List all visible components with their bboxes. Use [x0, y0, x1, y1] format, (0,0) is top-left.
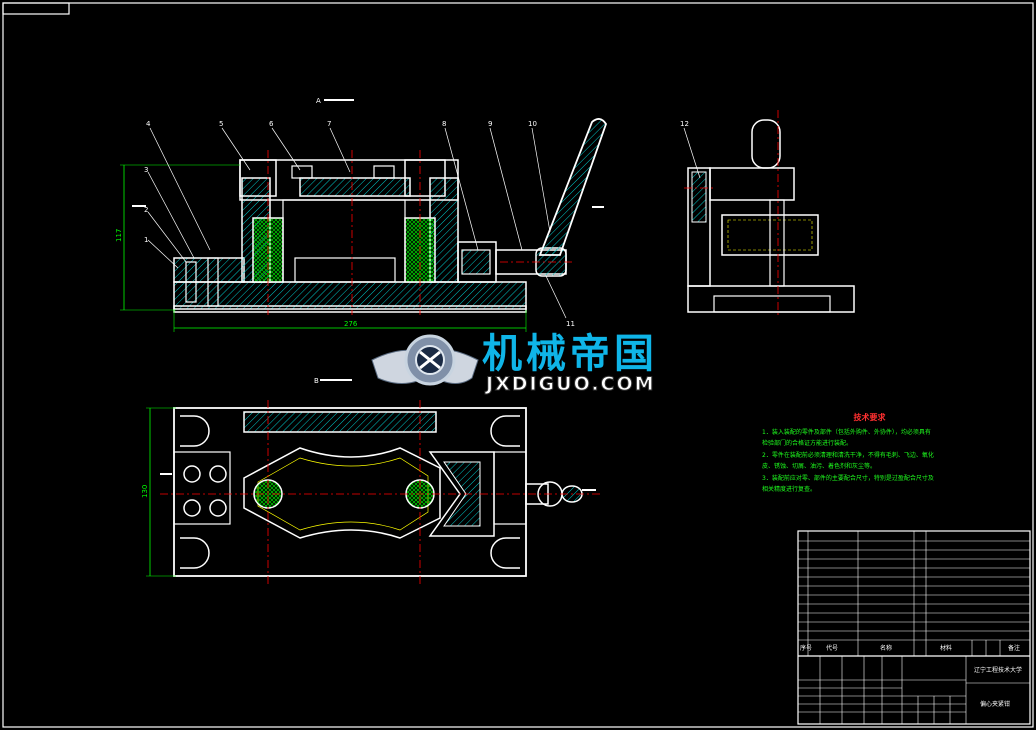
title-block: 序号 代号 名称 材料 备注 辽宁工程技术大学 偏心夹紧钳 — [797, 530, 1031, 725]
balloon-6: 6 — [269, 120, 274, 128]
tech-line: 2．零件在装配前必须清理和清洗干净，不得有毛刺、飞边、氧化 — [762, 451, 934, 459]
top-view — [146, 400, 600, 585]
logo-emblem — [371, 334, 479, 386]
tb-header-remark: 备注 — [1008, 644, 1020, 652]
balloon-2: 2 — [144, 206, 148, 214]
balloon-4: 4 — [146, 120, 151, 128]
balloon-8: 8 — [442, 120, 446, 128]
balloon-10: 10 — [528, 120, 537, 128]
tb-drawing-name: 偏心夹紧钳 — [980, 700, 1010, 708]
tb-school: 辽宁工程技术大学 — [974, 666, 1022, 674]
frame-corner-box — [2, 2, 70, 15]
balloon-3: 3 — [144, 166, 148, 174]
tech-line: 皮、锈蚀、切屑、油污、着色剂和灰尘等。 — [762, 463, 877, 470]
balloon-12: 12 — [680, 120, 689, 128]
tech-line: 3．装配前应对零、部件的主要配合尺寸，特别是过盈配合尺寸及 — [762, 474, 934, 482]
dim-height: 117 — [115, 229, 123, 242]
balloon-1: 1 — [144, 236, 148, 244]
tech-line: 相关精度进行复查。 — [762, 486, 817, 493]
logo-subtitle: JXDIGUO.COM — [486, 373, 656, 395]
logo-title: 机械帝国 — [482, 331, 658, 377]
tech-line: 检验部门的合格证方能进行装配。 — [762, 440, 853, 447]
tech-line: 1．装入装配的零件及部件（包括外购件、外协件），均必须具有 — [762, 428, 931, 436]
tech-title: 技术要求 — [853, 413, 886, 422]
tech-requirements: 技术要求 1．装入装配的零件及部件（包括外购件、外协件），均必须具有 检验部门的… — [762, 412, 977, 496]
tb-header-seq: 序号 — [800, 644, 812, 652]
view-label-b: B — [314, 377, 319, 385]
balloon-7: 7 — [327, 120, 331, 128]
side-view — [683, 110, 855, 318]
balloon-11: 11 — [566, 320, 575, 328]
tb-header-material: 材料 — [940, 644, 952, 652]
balloon-9: 9 — [488, 120, 492, 128]
tb-header-name: 名称 — [880, 644, 892, 652]
balloon-5: 5 — [219, 120, 223, 128]
dim-width: 130 — [141, 485, 149, 498]
tb-header-code: 代号 — [826, 644, 838, 652]
dim-length: 276 — [344, 320, 358, 328]
front-view — [120, 99, 607, 381]
view-label-a: A — [316, 97, 321, 105]
